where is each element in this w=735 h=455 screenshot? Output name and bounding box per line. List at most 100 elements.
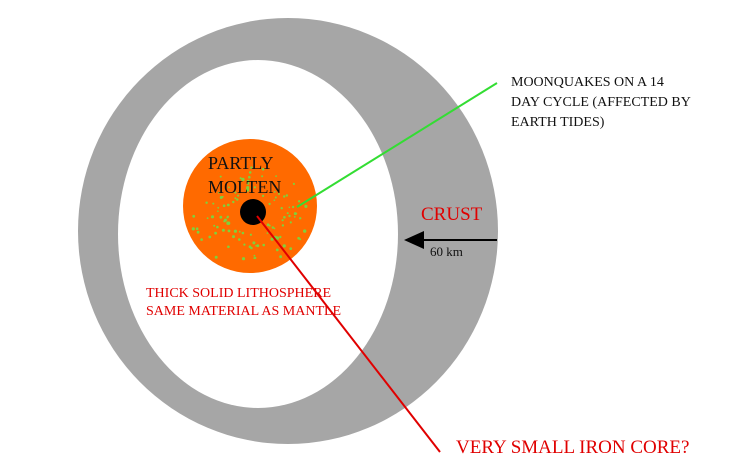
moonquake-dot <box>219 215 223 219</box>
moonquake-dot <box>253 254 256 257</box>
moonquake-dot <box>246 182 250 185</box>
moonquake-dot <box>280 207 283 210</box>
lithosphere-label-line2: SAME MATERIAL AS MANTLE <box>146 304 341 319</box>
moonquake-dot <box>213 224 216 227</box>
moonquake-dot <box>241 177 245 182</box>
moonquake-dot <box>191 227 195 231</box>
moonquake-dot <box>299 238 302 241</box>
moonquake-dot <box>292 182 295 185</box>
lithosphere-label-line1: THICK SOLID LITHOSPHERE <box>146 286 331 301</box>
moonquakes-label-line3: EARTH TIDES) <box>511 115 605 130</box>
moonquakes-label-line2: DAY CYCLE (AFFECTED BY <box>511 95 691 110</box>
moonquake-dot <box>248 245 252 248</box>
moonquake-dot <box>261 175 264 178</box>
moonquake-dots <box>191 166 308 261</box>
moonquake-dot <box>286 212 289 215</box>
moonquake-dot <box>261 167 265 171</box>
moonquake-dot <box>288 206 291 209</box>
moonquake-dot <box>208 235 212 239</box>
moonquake-dot <box>192 214 196 218</box>
moonquake-dot <box>274 196 277 199</box>
moonquake-dot <box>226 203 230 207</box>
moonquake-dot <box>241 257 246 261</box>
moonquake-dot <box>268 202 271 206</box>
moonquake-dot <box>297 200 301 203</box>
moonquake-dot <box>234 191 237 194</box>
iron-core-pointer-line <box>256 215 441 453</box>
moonquake-dot <box>222 204 226 207</box>
crust-thickness-arrowhead <box>404 231 424 249</box>
moonquake-dot <box>281 219 284 222</box>
moonquake-dot <box>283 195 286 198</box>
moonquake-dot <box>223 220 226 223</box>
partly-molten-label-line2: MOLTEN <box>208 177 281 197</box>
moonquake-dot <box>245 188 250 192</box>
moonquakes-label-line1: MOONQUAKES ON A 14 <box>511 75 664 90</box>
moonquake-dot <box>292 205 295 209</box>
moonquake-dot <box>246 179 250 183</box>
moonquake-dot <box>254 256 257 259</box>
moonquake-dot <box>268 224 271 227</box>
moonquake-dot <box>236 198 239 201</box>
moonquake-pointer-line <box>296 82 498 208</box>
moonquake-dot <box>273 227 276 230</box>
moonquake-dot <box>227 245 230 249</box>
moonquake-dot <box>273 191 276 193</box>
moonquake-dot <box>219 175 222 178</box>
moonquake-dot <box>253 186 256 189</box>
moonquake-dot <box>214 255 218 259</box>
crust-thickness-label: 60 km <box>430 244 463 259</box>
moonquake-dot <box>238 238 241 241</box>
moonquake-dot <box>278 193 280 195</box>
moonquake-dot <box>256 244 260 248</box>
moonquake-dot <box>243 243 246 246</box>
partly-molten-label-line1: PARTLY <box>208 153 273 173</box>
moonquake-dot <box>282 244 286 248</box>
moonquake-dot <box>281 224 285 227</box>
moonquake-dot <box>285 194 288 197</box>
moonquake-dot <box>238 230 241 233</box>
moonquake-dot <box>270 237 274 241</box>
moonquake-dot <box>275 248 279 252</box>
moonquake-dot <box>217 191 220 194</box>
moonquake-dot <box>289 221 292 224</box>
moonquake-dot <box>241 231 245 235</box>
moonquake-dot <box>217 210 219 212</box>
moonquake-dot <box>248 171 252 174</box>
moonquake-dot <box>250 166 253 169</box>
moonquake-dot <box>234 197 237 200</box>
moonquake-dot <box>232 235 235 239</box>
moonquake-dot <box>205 201 208 204</box>
moonquake-dot <box>271 226 274 229</box>
moonquake-dot <box>195 227 199 230</box>
moonquake-dot <box>232 200 235 204</box>
moonquake-dot <box>217 206 220 209</box>
moonquake-dot <box>289 247 293 251</box>
moonquake-dot <box>249 233 252 236</box>
moonquake-dot <box>233 229 237 233</box>
moonquake-dot <box>293 216 296 218</box>
moonquake-dot <box>279 255 282 259</box>
iron-core-label: VERY SMALL IRON CORE? <box>456 437 689 455</box>
moonquake-dot <box>304 204 308 208</box>
moonquake-dot <box>221 228 225 232</box>
moonquake-dot <box>266 232 269 234</box>
moonquake-dot <box>196 230 200 234</box>
moonquake-dot <box>200 238 203 241</box>
moonquake-dot <box>239 177 242 180</box>
moonquake-dot <box>246 186 250 190</box>
moonquake-dot <box>210 215 215 219</box>
moonquake-dot <box>226 216 229 219</box>
moonquake-dot <box>295 212 298 215</box>
moonquake-dot <box>221 195 224 198</box>
moonquake-dot <box>248 175 251 179</box>
moonquake-dot <box>214 231 218 235</box>
moonquake-dot <box>226 221 231 225</box>
moonquake-dot <box>299 217 302 220</box>
moonquake-dot <box>212 202 215 205</box>
moonquake-dot <box>275 175 277 178</box>
crust-label: CRUST <box>421 204 483 225</box>
moonquake-dot <box>262 194 265 197</box>
moonquake-dot <box>216 225 219 229</box>
